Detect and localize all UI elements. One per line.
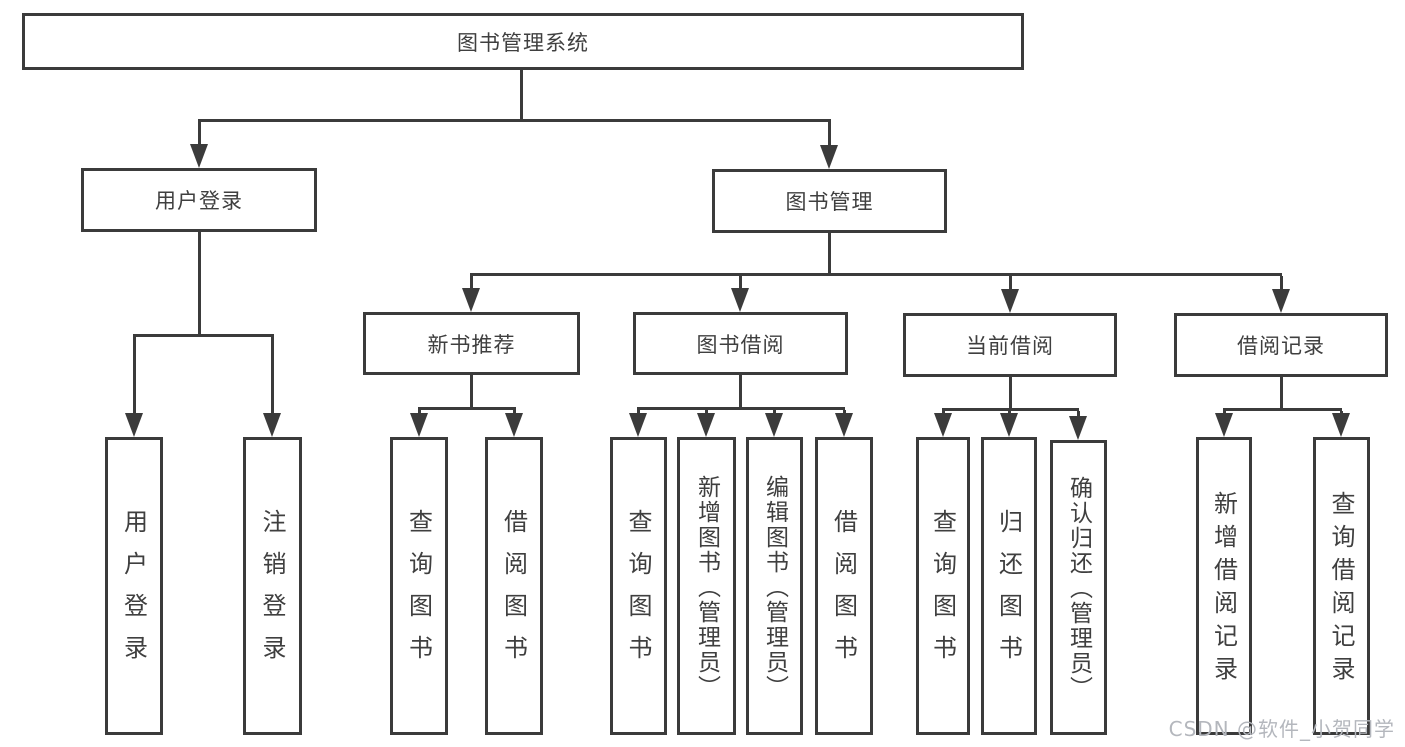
connector xyxy=(1009,377,1012,410)
arrow-down-icon xyxy=(835,413,853,437)
arrow-down-icon xyxy=(697,413,715,437)
leaf-add-borrow-record: 新增借阅记录 xyxy=(1196,437,1252,735)
leaf-logout: 注销登录 xyxy=(243,437,302,735)
leaf-user-login: 用户登录 xyxy=(105,437,163,735)
connector xyxy=(470,375,473,409)
connector xyxy=(1077,411,1080,416)
node-book-borrowing: 图书借阅 xyxy=(633,312,848,375)
node-user-login: 用户登录 xyxy=(81,168,317,232)
connector xyxy=(739,375,742,409)
arrow-down-icon xyxy=(731,288,749,312)
node-book-management: 图书管理 xyxy=(712,169,947,233)
connector xyxy=(198,119,831,122)
leaf-add-book-admin: 新增图书（管理员） xyxy=(677,437,736,735)
arrow-down-icon xyxy=(462,288,480,312)
connector xyxy=(418,407,516,410)
arrow-down-icon xyxy=(820,145,838,169)
arrow-down-icon xyxy=(263,413,281,437)
leaf-confirm-return-admin: 确认归还（管理员） xyxy=(1050,440,1107,735)
leaf-borrow-books-borrowing: 借阅图书 xyxy=(815,437,873,735)
leaf-query-borrow-record: 查询借阅记录 xyxy=(1313,437,1370,735)
connector xyxy=(271,337,274,416)
watermark: CSDN @软件_小贺同学 xyxy=(1168,717,1395,741)
connector xyxy=(198,122,201,147)
arrow-down-icon xyxy=(505,413,523,437)
connector xyxy=(828,233,831,276)
arrow-down-icon xyxy=(1272,289,1290,313)
connector xyxy=(828,122,831,148)
connector xyxy=(470,276,473,290)
connector xyxy=(637,407,845,410)
leaf-borrow-books-recommend: 借阅图书 xyxy=(485,437,543,735)
connector xyxy=(1009,276,1012,291)
connector xyxy=(470,273,1282,276)
leaf-return-books: 归还图书 xyxy=(981,437,1037,735)
connector xyxy=(739,276,742,290)
connector xyxy=(133,334,274,337)
node-new-book-recommend: 新书推荐 xyxy=(363,312,580,375)
arrow-down-icon xyxy=(125,413,143,437)
arrow-down-icon xyxy=(934,413,952,437)
connector xyxy=(1280,377,1283,410)
arrow-down-icon xyxy=(1001,289,1019,313)
connector xyxy=(198,232,201,337)
connector xyxy=(520,70,523,121)
leaf-edit-book-admin: 编辑图书（管理员） xyxy=(746,437,803,735)
connector xyxy=(1223,408,1342,411)
node-current-borrowing: 当前借阅 xyxy=(903,313,1117,377)
arrow-down-icon xyxy=(629,413,647,437)
arrow-down-icon xyxy=(765,413,783,437)
arrow-down-icon xyxy=(1332,413,1350,437)
arrow-down-icon xyxy=(410,413,428,437)
connector xyxy=(942,408,1079,411)
node-library-system: 图书管理系统 xyxy=(22,13,1024,70)
arrow-down-icon xyxy=(1215,413,1233,437)
leaf-query-books-borrowing: 查询图书 xyxy=(610,437,667,735)
leaf-query-books-current: 查询图书 xyxy=(916,437,970,735)
arrow-down-icon xyxy=(1069,416,1087,440)
leaf-query-books-recommend: 查询图书 xyxy=(390,437,448,735)
connector xyxy=(1280,276,1283,291)
arrow-down-icon xyxy=(1000,413,1018,437)
node-borrow-records: 借阅记录 xyxy=(1174,313,1388,377)
connector xyxy=(133,337,136,416)
arrow-down-icon xyxy=(190,144,208,168)
